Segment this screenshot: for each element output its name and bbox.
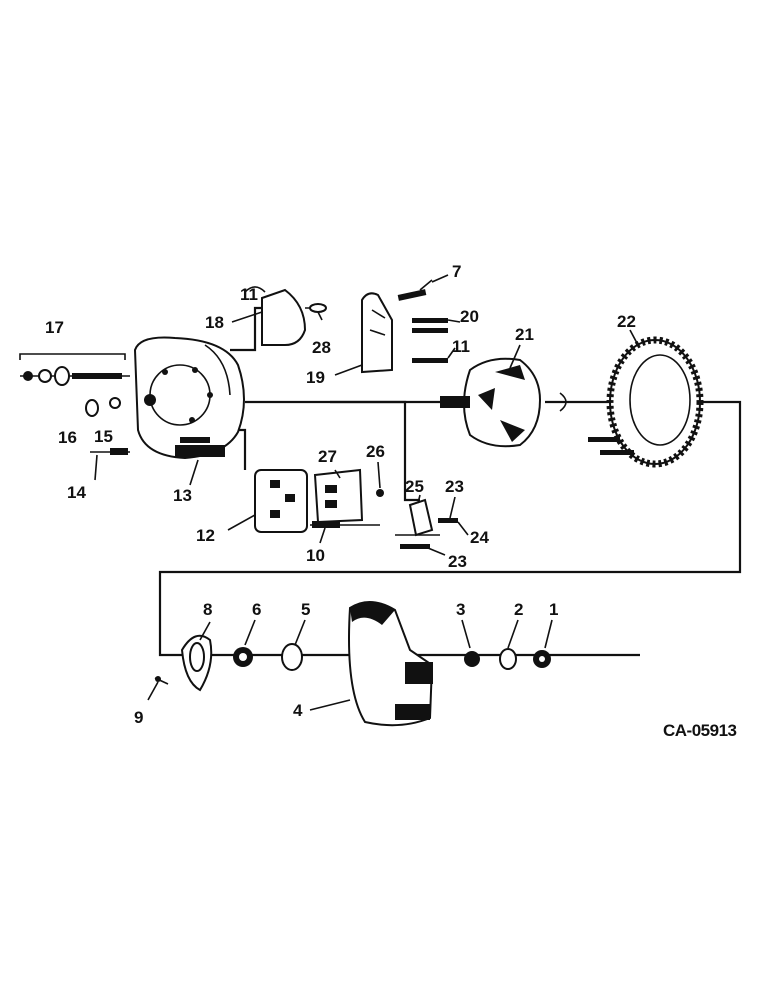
callout-25: 25: [405, 477, 424, 496]
part-21-rotor: [440, 357, 567, 448]
rectifier-bridge-assembly: [254, 468, 458, 549]
callout-12: 12: [196, 526, 215, 545]
callout-1: 1: [549, 600, 558, 619]
part-19-brush-holder: [361, 279, 448, 374]
callout-11b: 11: [452, 337, 470, 356]
callout-7: 7: [452, 262, 461, 281]
callout-16: 16: [58, 428, 77, 447]
callout-11a: 11: [240, 285, 258, 304]
callout-2: 2: [514, 600, 523, 619]
callout-19: 19: [306, 368, 325, 387]
callout-17: 17: [45, 318, 64, 337]
callout-6: 6: [252, 600, 261, 619]
callout-3: 3: [456, 600, 465, 619]
callout-26: 26: [366, 442, 385, 461]
callout-5: 5: [301, 600, 310, 619]
callout-9: 9: [134, 708, 143, 727]
part-17-through-bolts: [19, 353, 126, 386]
part-22-stator: [588, 336, 704, 468]
drawing-code: CA-05913: [663, 721, 737, 740]
callout-13: 13: [173, 486, 192, 505]
callout-27: 27: [318, 447, 337, 466]
callout-14: 14: [67, 483, 86, 502]
callout-15: 15: [94, 427, 113, 446]
callout-10: 10: [306, 546, 325, 565]
callout-24: 24: [470, 528, 489, 547]
callout-labels: 1 2 3 4 5 6 7 8 9 10 11 11 12 13 14 15 1…: [45, 262, 737, 740]
drive-end-parts: [154, 601, 551, 727]
callout-8: 8: [203, 600, 212, 619]
callout-21: 21: [515, 325, 534, 344]
callout-20: 20: [460, 307, 479, 326]
callout-22: 22: [617, 312, 636, 331]
callout-23b: 23: [448, 552, 467, 571]
callout-28: 28: [312, 338, 331, 357]
part-18-capacitor: [244, 286, 327, 346]
leader-lines: [94, 274, 639, 711]
callout-23a: 23: [445, 477, 464, 496]
slip-ring-end-frame: [85, 336, 245, 460]
callout-4: 4: [293, 701, 303, 720]
callout-18: 18: [205, 313, 224, 332]
